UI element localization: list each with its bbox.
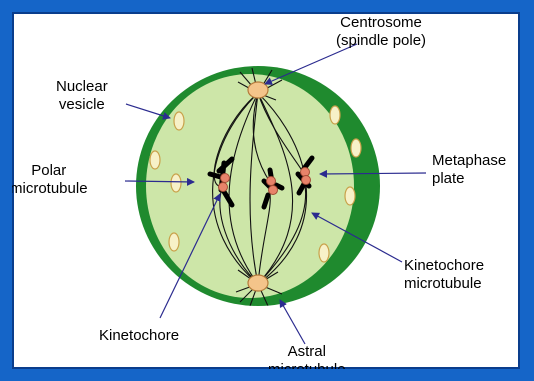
vesicle: [169, 233, 179, 251]
centrosome-top: [248, 82, 268, 98]
label-line: vesicle: [56, 96, 108, 114]
vesicle: [330, 106, 340, 124]
label-metaphase-plate: Metaphase plate: [432, 152, 506, 188]
label-line: Polar: [10, 162, 88, 180]
label-line: Kinetochore: [404, 257, 484, 275]
label-line: Astral: [268, 343, 346, 361]
label-line: (spindle pole): [336, 32, 426, 50]
label-kinetochore-microtubule: Kinetochore microtubule: [404, 257, 484, 293]
vesicle: [319, 244, 329, 262]
label-line: microtubule: [268, 361, 346, 379]
label-polar-microtubule: Polar microtubule: [10, 162, 88, 198]
kinetochore: [269, 186, 278, 195]
vesicle: [351, 139, 361, 157]
kinetochore: [302, 176, 311, 185]
label-line: plate: [432, 170, 506, 188]
label-line: Metaphase: [432, 152, 506, 170]
label-line: microtubule: [404, 275, 484, 293]
label-line: Nuclear: [56, 78, 108, 96]
label-nuclear-vesicle: Nuclear vesicle: [56, 78, 108, 114]
vesicle: [345, 187, 355, 205]
label-astral-microtubule: Astral microtubule: [268, 343, 346, 379]
label-line: Centrosome: [336, 14, 426, 32]
leader-astral-microtubule: [280, 300, 305, 344]
centrosome-bottom: [248, 275, 268, 291]
kinetochore: [219, 183, 228, 192]
kinetochore: [221, 174, 230, 183]
vesicle: [150, 151, 160, 169]
kinetochore: [267, 177, 276, 186]
label-line: microtubule: [10, 180, 88, 198]
label-kinetochore: Kinetochore: [99, 327, 179, 345]
vesicle: [174, 112, 184, 130]
label-line: Kinetochore: [99, 327, 179, 345]
label-centrosome: Centrosome (spindle pole): [336, 14, 426, 50]
vesicle: [171, 174, 181, 192]
